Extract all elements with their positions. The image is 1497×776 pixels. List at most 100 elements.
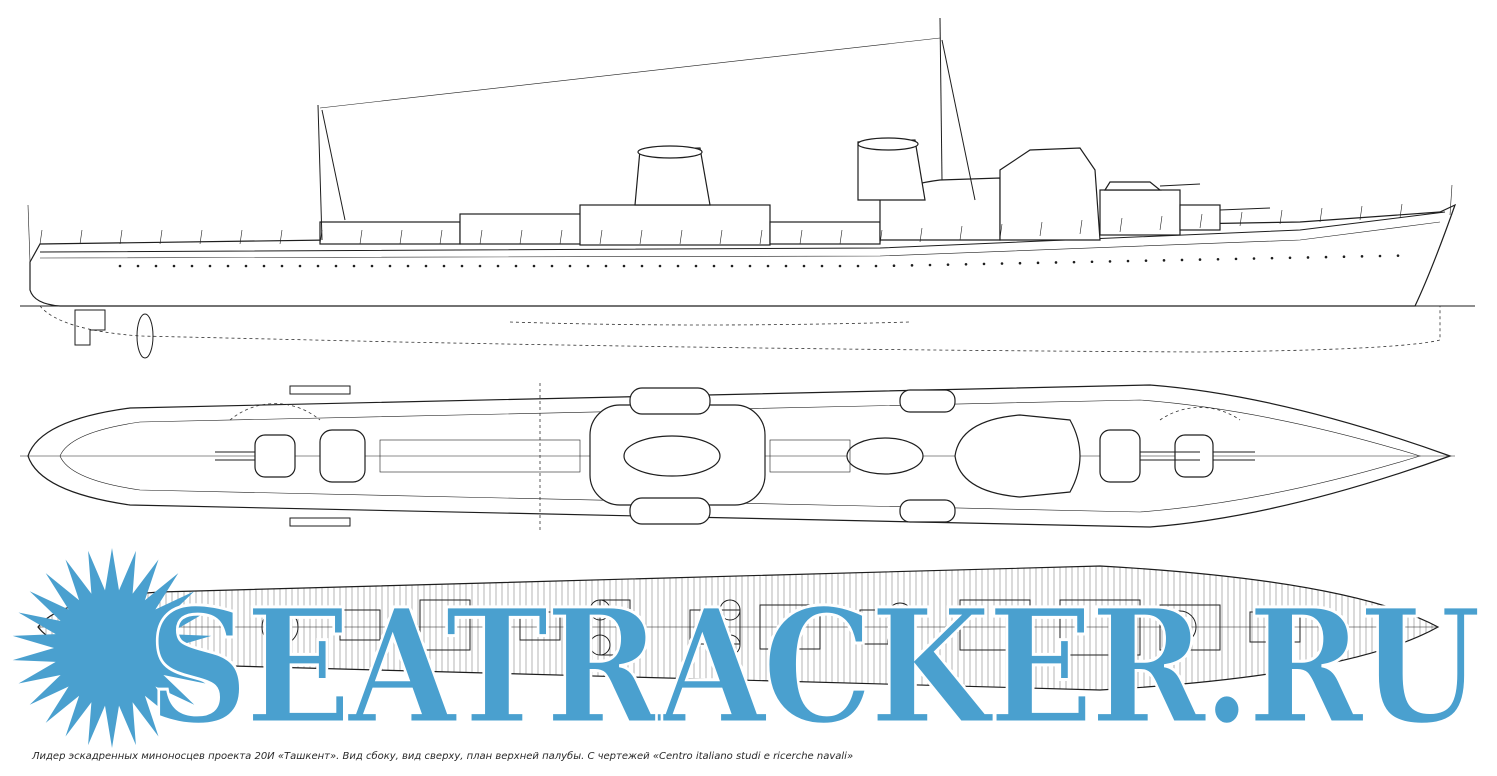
aft-funnel-cap (637, 145, 703, 159)
porthole (1108, 260, 1112, 263)
flagstaff (27, 204, 31, 263)
jackstaff (1449, 184, 1453, 216)
fore-mast-brace (941, 39, 976, 201)
railing-stanchion (159, 229, 163, 245)
porthole (280, 264, 284, 268)
porthole (748, 264, 752, 268)
porthole (1288, 256, 1292, 260)
railing-stanchion (1039, 221, 1043, 237)
railing-stanchion (999, 223, 1003, 239)
bilge-keel (509, 321, 911, 326)
fwd-torpedo-tubes (769, 439, 851, 473)
deck-fitting (519, 611, 561, 641)
deck-mount (261, 608, 299, 646)
deck-fitting (1159, 604, 1221, 651)
porthole (838, 264, 842, 268)
porthole (370, 264, 374, 268)
forward-turret-base (1099, 189, 1181, 236)
porthole (784, 264, 788, 268)
railing-stanchion (239, 229, 243, 245)
aft-mast-brace (321, 109, 346, 221)
deck-mount (719, 634, 741, 656)
railing-stanchion (959, 225, 963, 241)
railing-stanchion (519, 229, 523, 245)
figure-caption: Лидер эскадренных миноносцев проекта 20И… (31, 750, 853, 762)
railing-stanchion (599, 229, 603, 245)
porthole (946, 263, 950, 266)
depth-charge-rack-port (289, 385, 351, 395)
railing-stanchion (1239, 211, 1243, 227)
aft-funnel (634, 147, 711, 206)
aft-funnel-top (623, 435, 721, 477)
deck-mount (589, 634, 611, 656)
porthole (604, 264, 608, 268)
porthole (910, 264, 914, 267)
porthole (1018, 261, 1022, 265)
porthole (964, 262, 968, 266)
porthole (1306, 256, 1310, 259)
porthole (568, 264, 572, 268)
boat-fwd-starboard (899, 499, 956, 523)
porthole (1036, 261, 1040, 265)
railing-stanchion (879, 229, 883, 245)
porthole (244, 264, 248, 268)
forward-funnel-cap (857, 137, 919, 151)
deck-fitting (1249, 611, 1301, 643)
forward-gun-barrel (1159, 183, 1201, 187)
porthole (208, 264, 212, 268)
aft-mast (317, 104, 323, 241)
porthole (532, 264, 536, 268)
porthole (424, 264, 428, 268)
deck-fitting (339, 609, 381, 641)
porthole (118, 264, 122, 268)
deck-fitting (689, 609, 741, 645)
deck-fitting (419, 599, 471, 651)
porthole (1216, 257, 1220, 261)
railing-stanchion (799, 229, 803, 245)
boat-starboard (629, 497, 711, 525)
deck-fitting (759, 604, 821, 650)
forward-funnel-top (846, 437, 924, 475)
railing-stanchion (559, 229, 563, 245)
porthole (136, 264, 140, 268)
railing-stanchion (1319, 207, 1323, 223)
railing-stanchion (839, 229, 843, 245)
railing-stanchion (639, 229, 643, 245)
aft-gun-arc (229, 403, 321, 421)
porthole (1054, 261, 1058, 264)
deck-fitting (1059, 599, 1141, 656)
porthole (1090, 260, 1094, 264)
porthole (1270, 256, 1274, 260)
porthole (1396, 254, 1400, 257)
railing-stanchion (719, 229, 723, 245)
deck-mount (589, 599, 611, 621)
porthole (1126, 259, 1130, 263)
deck-mount (1163, 610, 1197, 644)
midship-deckhouse (579, 204, 771, 246)
porthole (1144, 259, 1148, 262)
porthole (874, 264, 878, 268)
rudder (74, 309, 106, 346)
railing-stanchion (1399, 203, 1403, 219)
aft-torpedo-tubes (379, 439, 581, 473)
porthole (1000, 262, 1004, 265)
porthole (1324, 255, 1328, 259)
porthole (190, 264, 194, 268)
deck-fitting (599, 599, 631, 656)
porthole (154, 264, 158, 268)
deck-fitting (959, 599, 1031, 651)
underwater-hull (39, 305, 1441, 353)
top-view (20, 383, 1455, 530)
deck-mount (887, 629, 913, 655)
deck-railing (39, 203, 1403, 245)
porthole (982, 262, 986, 266)
railing-stanchion (479, 229, 483, 245)
porthole (694, 264, 698, 268)
railing-stanchion (119, 229, 123, 245)
sheer-line (39, 221, 1441, 259)
aft-deckhouse (319, 221, 461, 245)
watermark-text: SEATRACKER.RU (148, 575, 1479, 760)
porthole (586, 264, 590, 268)
porthole (226, 264, 230, 268)
